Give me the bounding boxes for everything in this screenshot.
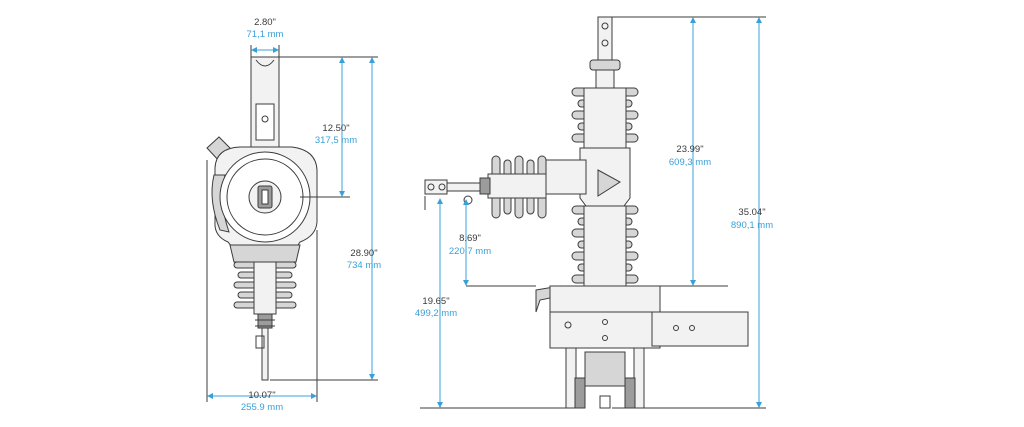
horizontal-bushing xyxy=(479,155,547,219)
upper-height-mm: 317,5 mm xyxy=(315,135,357,146)
bushing-height-mm: 609,3 mm xyxy=(669,157,711,168)
side-terminal-mm: 220,7 mm xyxy=(449,246,491,257)
base-to-mount-inch: 19.65" xyxy=(422,296,449,307)
vertical-bushing xyxy=(571,87,639,149)
front-dimensions: 2.80" 71,1 mm 12.50" 317,5 mm 28.90" 734… xyxy=(206,17,381,413)
front-view xyxy=(206,56,318,381)
top-terminal xyxy=(597,16,613,62)
total-height-left-mm: 734 mm xyxy=(347,260,381,271)
side-terminal-inch: 8.69" xyxy=(459,233,481,244)
lower-sheds xyxy=(571,205,639,287)
total-height-left-inch: 28.90" xyxy=(350,248,377,259)
base-width-inch: 10.07" xyxy=(248,390,275,401)
top-width-mm: 71,1 mm xyxy=(247,29,284,40)
overall-height-inch: 35.04" xyxy=(738,207,765,218)
bushing-height-inch: 23.99" xyxy=(676,144,703,155)
side-dimensions: 23.99" 609,3 mm 35.04" 890,1 mm 8.69" 22… xyxy=(415,16,773,409)
mounting-frame xyxy=(549,285,661,313)
base-width-mm: 255.9 mm xyxy=(241,402,283,413)
base-to-mount-mm: 499,2 mm xyxy=(415,308,457,319)
overall-height-mm: 890,1 mm xyxy=(731,220,773,231)
upper-height-inch: 12.50" xyxy=(322,123,349,134)
front-sheds xyxy=(233,261,297,315)
side-view xyxy=(424,16,749,409)
top-width-inch: 2.80" xyxy=(254,17,276,28)
